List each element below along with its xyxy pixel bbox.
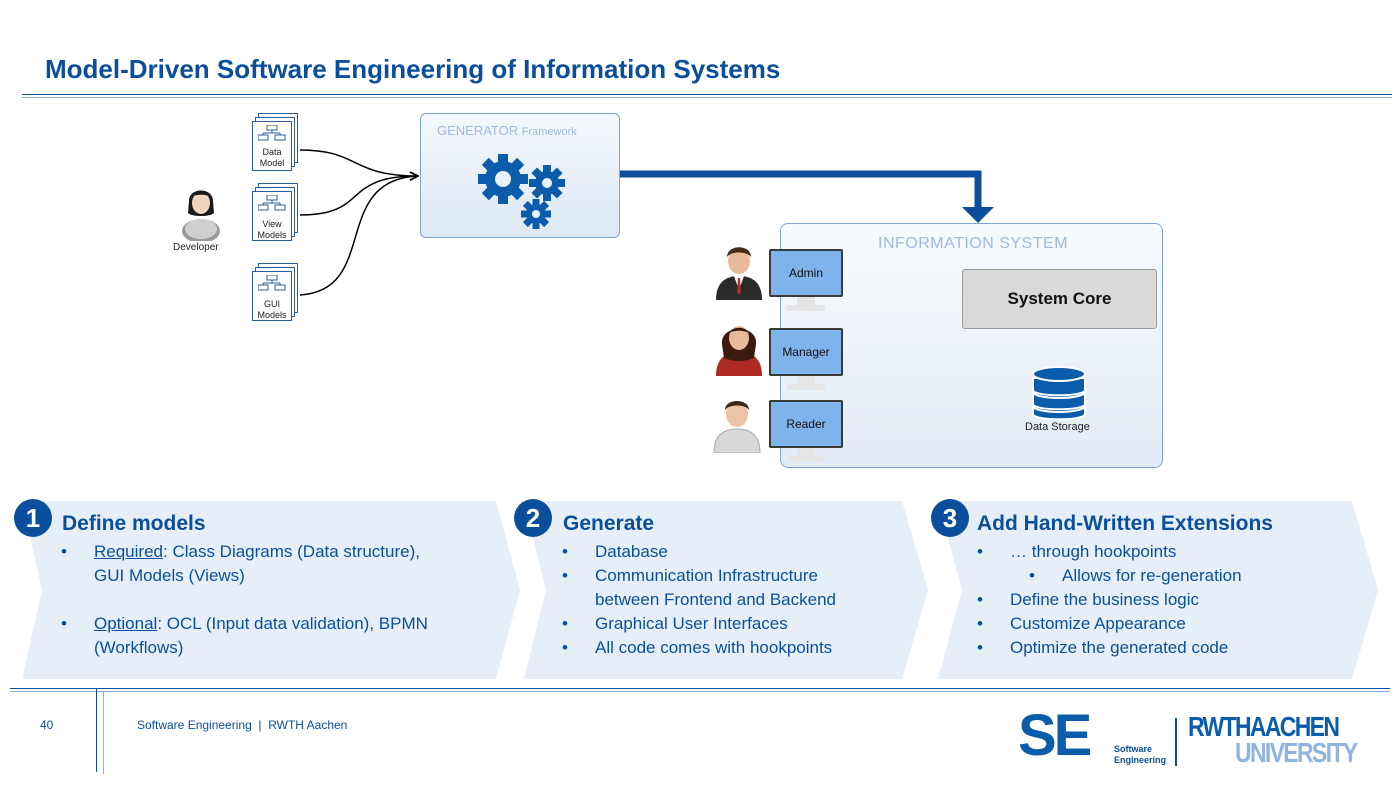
footer-separator [96,688,97,772]
class-diagram-icon [258,275,286,291]
title-underline-light [22,97,1392,98]
step-2-bullet: •Communication Infrastructure [562,566,818,585]
developer-label: Developer [173,242,219,253]
step-3-bullet: •Customize Appearance [977,614,1186,633]
data-storage-label: Data Storage [1025,421,1090,433]
step-1-bullet-optional: •Optional: OCL (Input data validation), … [61,614,428,633]
step-1-title: Define models [62,512,206,535]
step-3-panel: 3 Add Hand-Written Extensions •… through… [931,499,1380,679]
view-models-document: View Models [252,183,298,241]
step-3-bullet: •Optimize the generated code [977,638,1229,657]
step-1-panel: 1 Define models •Required: Class Diagram… [14,499,522,679]
database-icon [1032,366,1086,421]
view-models-label: View Models [257,219,287,240]
manager-screen-label: Manager [769,328,843,376]
logo-separator [1175,718,1177,766]
footer-separator-light [103,692,104,774]
slide-title: Model-Driven Software Engineering of Inf… [45,54,781,84]
step-2-bullet: •All code comes with hookpoints [562,638,833,657]
footer-text: Software Engineering | RWTH Aachen [137,718,348,732]
step-3-number: 3 [931,499,969,537]
admin-monitor: Admin [769,249,843,317]
se-logo: SE [1018,703,1092,768]
reader-user-icon [713,401,761,453]
step-2-bullet-continuation: between Frontend and Backend [595,590,837,609]
step-2-bullet: •Graphical User Interfaces [562,614,788,633]
footer-divider-light [10,691,1390,692]
step-3-bullet: •Define the business logic [977,590,1200,609]
information-system-box: INFORMATION SYSTEM [780,223,1163,468]
step-2-panel: 2 Generate •Database •Communication Infr… [514,499,930,679]
rwth-logo-line1: RWTHAACHEN [1188,711,1340,742]
step-1-number: 1 [14,499,52,537]
page-number: 40 [40,718,54,732]
reader-screen-label: Reader [769,400,843,448]
title-underline [22,94,1392,95]
gui-models-label: GUI Models [257,299,287,320]
class-diagram-icon [258,195,286,211]
class-diagram-icon [258,125,286,141]
data-model-label: Data Model [259,147,285,168]
step-1-bullet-continuation: (Workflows) [94,638,184,657]
step-3-title: Add Hand-Written Extensions [977,512,1273,535]
admin-screen-label: Admin [769,249,843,297]
manager-user-icon [716,326,762,376]
rwth-logo-line2: UNIVERSITY [1235,737,1358,768]
step-2-number: 2 [514,499,552,537]
system-core-box: System Core [962,269,1157,329]
step-1-bullet-required: •Required: Class Diagrams (Data structur… [61,542,420,561]
footer-divider [10,688,1390,689]
gui-models-document: GUI Models [252,263,298,321]
generator-title: GENERATOR Framework [437,123,577,138]
step-3-bullet: •… through hookpoints [977,542,1177,561]
step-3-sub-bullet: •Allows for re-generation [1029,566,1242,585]
step-2-bullet: •Database [562,542,668,561]
reader-monitor: Reader [769,400,843,468]
manager-monitor: Manager [769,328,843,396]
step-1-bullet-continuation: GUI Models (Views) [94,566,245,585]
information-system-title: INFORMATION SYSTEM [878,235,1069,252]
step-2-title: Generate [563,512,655,535]
gears-icon [478,154,565,229]
generator-framework-box: GENERATOR Framework [420,113,620,238]
data-model-document: Data Model [252,113,298,171]
developer-icon [182,190,220,241]
admin-user-icon [716,247,762,300]
